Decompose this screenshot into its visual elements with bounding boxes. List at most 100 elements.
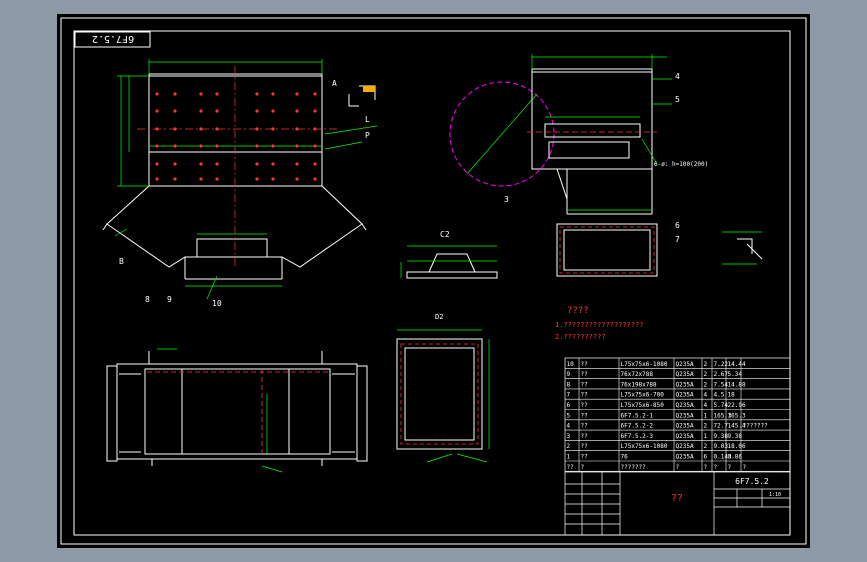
c2-label: C2 [440,230,450,239]
table-cell-unit: 0.143 [714,454,732,461]
section-note-2: 2.?????????? [555,333,606,341]
bolt-hole [271,144,275,148]
bolt-hole [199,127,203,131]
bolt-hole [295,127,299,131]
drawing-canvas[interactable]: 6F7.5.2 L P A B 8 [57,14,810,548]
table-cell-no: 8 [567,381,571,388]
table-cell-code: ?? [581,371,589,378]
bolt-holes [155,92,317,181]
side-view-dims [531,54,672,211]
section-note-1: 1.??????????????????? [555,321,644,329]
bolt-hole [295,92,299,96]
table-cell-unit: ? [714,464,718,471]
table-cell-material: ? [676,464,680,471]
table-cell-unit: 9.03 [714,443,729,450]
bolt-hole [199,92,203,96]
table-cell-no: 7 [567,392,571,399]
block-name: ?? [671,493,683,504]
table-cell-qty: 4 [704,392,708,399]
callout-5: 5 [675,95,680,104]
bolt-hole [271,92,275,96]
bolt-hole [255,109,259,113]
table-cell-no: 5 [567,412,571,419]
table-cell-qty: 2 [704,371,708,378]
plan-view-red [147,369,329,454]
bolt-hole [271,109,275,113]
bolt-hole [155,162,159,166]
table-cell-name: 6F7.5.2-3 [621,433,654,440]
table-cell-material: Q235A [676,381,694,388]
table-cell-name: 6F7.5.2-1 [621,412,654,419]
table-cell-name: L75x75x6-1080 [621,361,668,368]
bolt-hole [215,162,219,166]
callout-6: 6 [675,221,680,230]
bolt-hole [215,144,219,148]
side-view [531,68,653,215]
bolt-hole [295,177,299,181]
table-cell-qty: 2 [704,361,708,368]
callout-4: 4 [675,72,680,81]
bolt-hole [155,92,159,96]
d2-red [400,343,479,445]
plan-view-dims [157,348,283,473]
table-cell-name: 76x198x788 [621,381,658,388]
table-cell-total: 145.4 [728,423,746,430]
bolt-hole [155,109,159,113]
table-cell-code: ?? [581,454,589,461]
bolt-hole [271,127,275,131]
table-cell-name: 76 [621,454,629,461]
plan-view [106,351,368,466]
table-cell-total: 14.44 [728,361,746,368]
table-cell-qty: 2 [704,381,708,388]
circle-hidden [449,81,555,187]
table-cell-name: 6F7.5.2-2 [621,423,654,430]
bolt-hole [255,162,259,166]
table-cell-total: 9.38 [728,433,743,440]
callout-B: B [119,257,124,266]
bolt-hole [215,109,219,113]
bolt-hole [255,127,259,131]
table-cell-material: Q235A [676,443,694,450]
callout-8: 8 [145,295,150,304]
table-cell-code: ?? [581,412,589,419]
callout-3: 3 [504,195,509,204]
callout-P: P [365,131,370,140]
table-cell-remark: ??????? [743,423,769,430]
table-cell-no: ?? [567,464,575,471]
c2-detail [406,253,498,279]
table-cell-material: Q235A [676,412,694,419]
detail-right [737,238,763,260]
table-cell-unit: 5.74 [714,402,729,409]
table-cell-name: ??????? [621,464,647,471]
bottom-frame-right-red [559,226,655,274]
table-cell-qty: 6 [704,454,708,461]
d2-label: D2 [435,313,443,321]
table-cell-qty: 2 [704,443,708,450]
title-stamp-box [74,31,151,48]
front-view-centerlines [137,66,337,269]
table-cell-material: Q235A [676,361,694,368]
bolt-hole [173,109,177,113]
bolt-hole [215,92,219,96]
front-view-callouts [114,125,378,300]
table-cell-no: 10 [567,361,575,368]
table-cell-total: 5.34 [728,371,743,378]
detail-right-dims [722,231,762,265]
bolt-hole [271,162,275,166]
table-cell-no: 6 [567,402,571,409]
callout-10: 10 [212,299,222,308]
table-cell-code: ?? [581,392,589,399]
title-block [564,471,791,536]
bolt-hole [215,127,219,131]
bolt-hole [313,162,317,166]
table-cell-total: 22.96 [728,402,746,409]
table-cell-material: Q235A [676,454,694,461]
table-cell-remark: ? [743,464,747,471]
table-cell-total: 0.86 [728,454,743,461]
cad-drawing-viewport[interactable]: 6F7.5.2 L P A B 8 [57,14,810,548]
detail-a-fill [363,86,375,92]
table-cell-no: 1 [567,454,571,461]
bolt-hole [155,127,159,131]
bolt-hole [295,109,299,113]
